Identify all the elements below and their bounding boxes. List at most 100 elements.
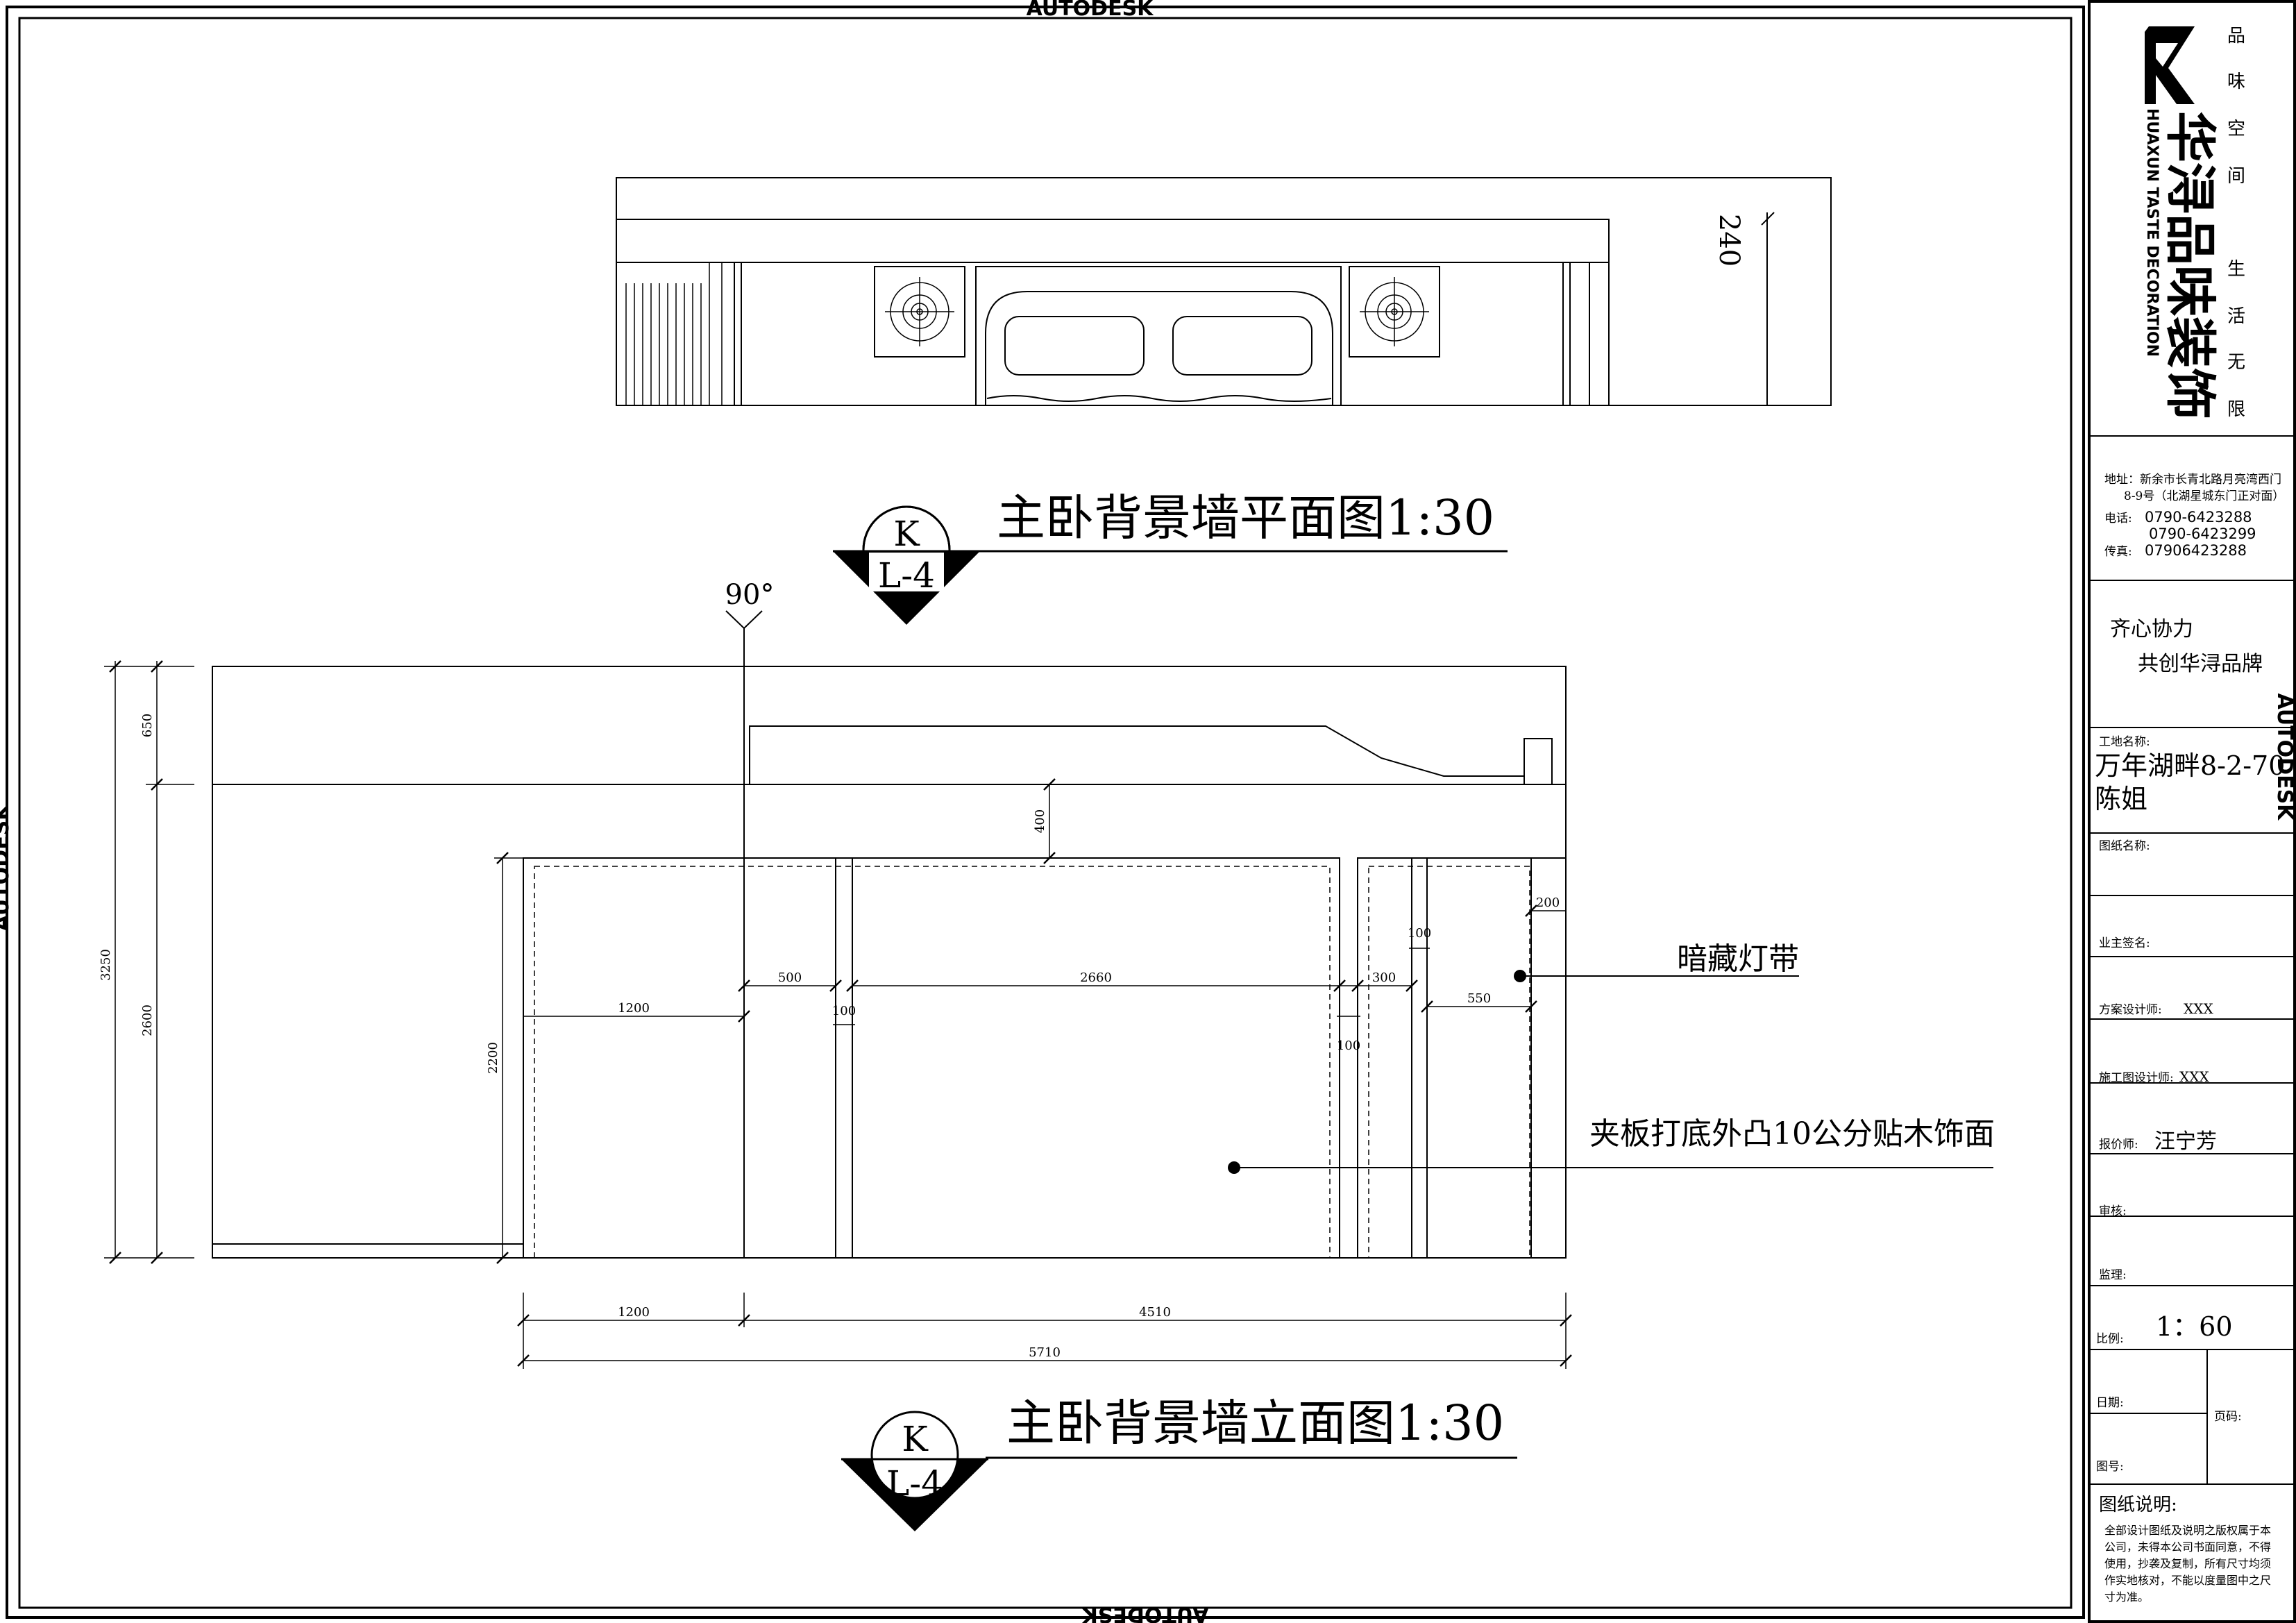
address-line-2: 8-9号（北湖星城东门正对面）	[2124, 489, 2284, 503]
elevation-side-panel	[1357, 857, 1567, 1259]
scale-value: 1：60	[2156, 1311, 2233, 1342]
title-block: 华浔品味装饰 HUAXUN TASTE DECORATION 品 味 空 间 生…	[2089, 26, 2295, 1604]
slogan-char: 味	[2227, 72, 2245, 92]
fax-number: 07906423288	[2145, 542, 2247, 559]
plan-lamp-right	[1360, 277, 1429, 346]
company-logo: 华浔品味装饰 HUAXUN TASTE DECORATION	[2143, 26, 2220, 419]
plan-bed	[975, 266, 1342, 406]
elevation-dimensions	[104, 661, 1567, 1369]
supervise-label: 监理:	[2099, 1268, 2127, 1282]
note-hidden-light-strip: 暗藏灯带	[1677, 941, 1799, 977]
plan-lamp-left	[885, 277, 954, 346]
designer-value: XXX	[2184, 1000, 2213, 1017]
date-label: 日期:	[2096, 1396, 2124, 1410]
scale-label: 比例:	[2096, 1332, 2124, 1346]
dimension-ticks	[109, 660, 1572, 1367]
site-name-value-2: 陈姐	[2095, 784, 2147, 814]
slogan-char: 限	[2227, 399, 2245, 420]
slogan-char: 间	[2227, 166, 2245, 187]
plan-nightstand-left	[874, 266, 965, 358]
elevation-main-panel	[523, 857, 1340, 1259]
site-name-value-1: 万年湖畔8-2-70	[2095, 750, 2285, 781]
slogan-char: 空	[2227, 119, 2245, 140]
watermark-top: AUTODESK	[1027, 0, 1155, 21]
elevation-view	[212, 610, 1567, 1259]
plan-blanket-edge	[986, 395, 1332, 402]
plan-symbol-top: K	[893, 514, 920, 554]
plan-view	[616, 177, 1832, 406]
angle-90: 90°	[725, 579, 775, 611]
sheet-frame	[6, 0, 2296, 1623]
plan-nightstand-right	[1349, 266, 1440, 358]
elevation-side-panel-inner	[1368, 866, 1530, 1259]
plan-symbol-bottom: L-4	[878, 555, 935, 596]
elevation-title: 主卧背景墙立面图1:30	[1006, 1395, 1504, 1452]
brand-slogan: 品 味 空 间 生 活 无 限	[2227, 26, 2245, 420]
slogan-char: 无	[2227, 352, 2245, 373]
elevation-main-panel-inner	[534, 866, 1331, 1259]
dim-550: 550	[1467, 991, 1491, 1006]
slogan-char: 品	[2227, 26, 2245, 47]
dim-650: 650	[140, 714, 155, 737]
slogan-char: 生	[2227, 259, 2245, 280]
address-line-1: 地址：新余市长青北路月亮湾西门	[2104, 473, 2281, 487]
dim-100-c: 100	[1408, 926, 1431, 941]
elevation-section-symbol: K L-4	[841, 1411, 988, 1531]
plan-headboard	[985, 291, 1333, 405]
note-wood-panel: 夹板打底外凸10公分贴木饰面	[1589, 1116, 1995, 1152]
dim-3250: 3250	[99, 949, 113, 981]
notes-line: 使用，抄袭及复制，所有尺寸均须	[2104, 1557, 2271, 1570]
fax-label: 传真:	[2104, 545, 2132, 559]
elevation-annotations: 暗藏灯带 夹板打底外凸10公分贴木饰面	[1228, 941, 1995, 1174]
dim-400: 400	[1033, 809, 1047, 833]
elevation-symbol-bottom: L-4	[886, 1463, 943, 1504]
estimator-label: 报价师:	[2099, 1138, 2138, 1152]
notes-line: 寸为准。	[2104, 1590, 2149, 1604]
construction-designer-value: XXX	[2179, 1068, 2209, 1085]
construction-designer-label: 施工图设计师:	[2099, 1071, 2174, 1085]
notes-title: 图纸说明:	[2099, 1495, 2177, 1515]
review-label: 审核:	[2099, 1204, 2127, 1218]
page-label: 页码:	[2214, 1410, 2242, 1424]
dim-300: 300	[1372, 970, 1396, 985]
notes-line: 公司，未得本公司书面同意，不得	[2104, 1540, 2271, 1554]
drawing-name-label: 图纸名称:	[2099, 839, 2150, 853]
owner-sign-label: 业主签名:	[2099, 936, 2150, 950]
contact-info: 地址：新余市长青北路月亮湾西门 8-9号（北湖星城东门正对面） 电话: 0790…	[2104, 473, 2284, 559]
phone-label: 电话:	[2104, 512, 2132, 525]
watermark-bottom: AUTODESK	[1081, 1602, 1209, 1623]
dim-5710: 5710	[1029, 1345, 1061, 1360]
brand-cn: 华浔品味装饰	[2160, 111, 2220, 419]
dim-4510: 4510	[1139, 1305, 1171, 1320]
elevation-dimension-labels: 3250 650 2600 2200 400 1200 500 100 2660…	[99, 579, 1560, 1360]
plan-wall-band	[616, 219, 1610, 263]
brand-en: HUAXUN TASTE DECORATION	[2143, 108, 2161, 357]
plan-section-symbol: K L-4	[833, 505, 980, 625]
dim-100-b: 100	[1337, 1038, 1360, 1053]
dim-2200: 2200	[486, 1042, 500, 1074]
slogan-char: 活	[2227, 306, 2245, 327]
plan-pillow-right	[1172, 316, 1312, 376]
dim-100-a: 100	[832, 1004, 856, 1018]
phone-2: 0790-6423299	[2149, 525, 2256, 542]
estimator-value: 汪宁芳	[2154, 1129, 2217, 1154]
drawing-number-label: 图号:	[2096, 1460, 2124, 1474]
elevation-outline	[212, 666, 1567, 1259]
plan-left-wardrobe	[616, 262, 735, 406]
plan-pillow-left	[1004, 316, 1145, 376]
elevation-symbol-top: K	[902, 1419, 929, 1459]
watermark-right: AUTODESK	[2272, 693, 2296, 822]
watermark-left: AUTODESK	[0, 803, 14, 932]
dim-1200-top: 1200	[618, 1001, 650, 1016]
notes-line: 作实地核对，不能以度量图中之尺	[2104, 1574, 2271, 1587]
dim-200: 200	[1536, 895, 1560, 910]
dim-1200-bottom: 1200	[618, 1305, 650, 1320]
notes-line: 全部设计图纸及说明之版权属于本	[2104, 1524, 2271, 1537]
designer-label: 方案设计师:	[2099, 1003, 2162, 1017]
dim-500: 500	[778, 970, 802, 985]
dim-2660: 2660	[1080, 970, 1112, 985]
dim-2600: 2600	[140, 1004, 155, 1036]
phone-1: 0790-6423288	[2145, 509, 2252, 525]
site-name-label: 工地名称:	[2099, 735, 2150, 749]
